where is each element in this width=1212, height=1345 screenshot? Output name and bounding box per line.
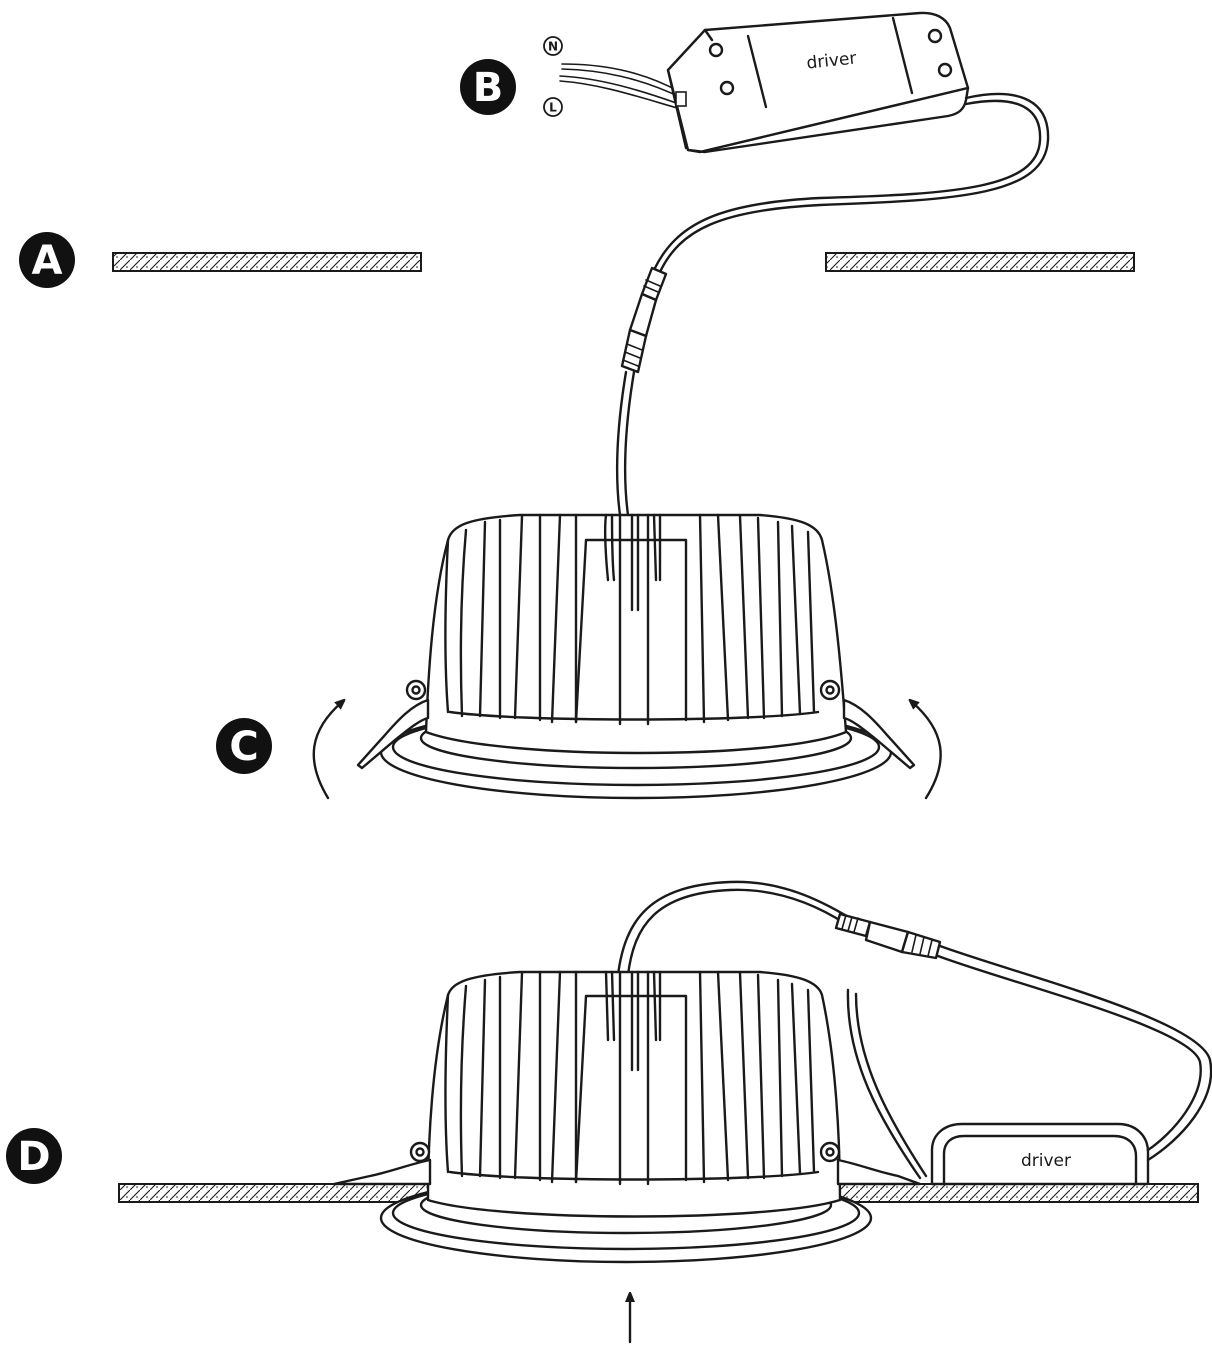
svg-text:C: C (229, 724, 258, 770)
svg-text:L: L (549, 101, 557, 115)
svg-text:B: B (473, 65, 504, 111)
driver-output-cable (658, 92, 1050, 274)
mains-wires-installed (846, 988, 928, 1180)
terminal-l-icon: L (543, 97, 563, 117)
step-a-badge: A (19, 232, 75, 288)
driver-output-cable-installed-edge (936, 954, 1202, 1152)
ceiling-panel-right (825, 252, 1135, 272)
step-b-badge: B (460, 59, 516, 115)
step-c-badge: C (216, 718, 272, 774)
driver-box-installed: driver (930, 1122, 1150, 1186)
cable-connector-top (620, 266, 668, 374)
luminaire-cable-top-edge (623, 370, 636, 517)
driver-box-top: driver (666, 11, 970, 154)
luminaire-cable-installed-edge (626, 888, 848, 977)
cable-connector-installed (834, 912, 942, 960)
rotate-arrow-right-icon (912, 702, 942, 800)
ceiling-panel-installed-right (819, 1183, 1199, 1203)
terminal-n-icon: N (543, 36, 563, 56)
rotate-arrow-left-icon (312, 702, 342, 800)
driver-output-cable-installed (938, 944, 1212, 1162)
luminaire-upper (356, 513, 916, 800)
driver-output-cable-edge (652, 99, 1042, 272)
luminaire-cable-top (615, 370, 628, 517)
luminaire-installed (332, 970, 922, 1264)
ceiling-panel-left (112, 252, 422, 272)
ceiling-panel-installed-left (118, 1183, 430, 1203)
svg-text:N: N (548, 40, 558, 54)
luminaire-cable-installed (616, 880, 852, 977)
step-d-badge: D (6, 1128, 62, 1184)
svg-text:A: A (32, 238, 63, 284)
svg-text:D: D (17, 1134, 50, 1180)
mains-wires (559, 63, 685, 111)
svg-text:driver: driver (1021, 1151, 1071, 1171)
